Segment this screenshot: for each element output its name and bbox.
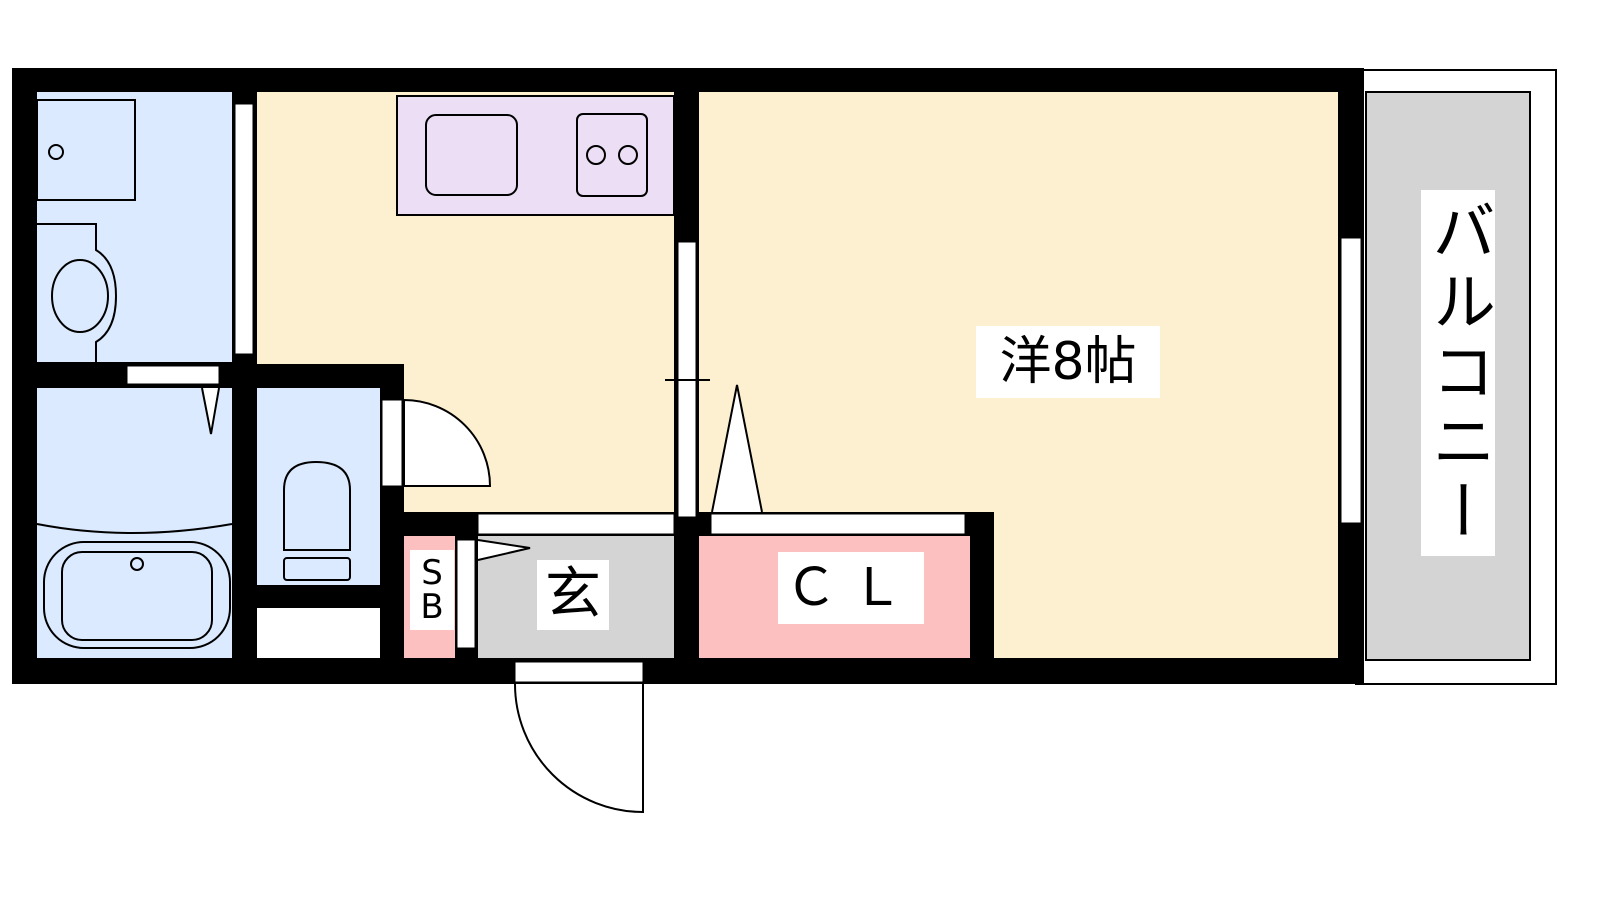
- utility-space: [257, 608, 380, 658]
- window-washroom: [234, 103, 254, 355]
- toilet-icon: [283, 460, 351, 551]
- toilet-tank: [283, 557, 351, 581]
- shoe-box-label-s: S: [421, 553, 443, 593]
- bathtub-outer: [43, 541, 231, 649]
- basin-bowl: [51, 259, 109, 333]
- sink-icon: [425, 114, 518, 196]
- washbasin-icon: [37, 223, 118, 362]
- bathtub-inner: [61, 551, 213, 641]
- bathroom: [37, 388, 232, 658]
- entrance-door: [514, 661, 644, 683]
- room-label-balcony: バルコニー: [1421, 190, 1495, 556]
- room-label-western: 洋8帖: [976, 326, 1160, 398]
- stove-icon: [576, 113, 648, 197]
- door-swing-icon: [477, 539, 531, 561]
- room-label-shoe-box: S B: [410, 550, 454, 630]
- door-swing-icon: [711, 384, 763, 513]
- closet-door: [710, 513, 966, 535]
- door-swing-icon: [403, 398, 492, 487]
- bathtub-icon: [36, 523, 233, 534]
- shoe-box-label-b: B: [420, 587, 444, 627]
- drain-icon: [130, 557, 144, 571]
- window-balcony: [1340, 237, 1362, 524]
- toilet-room: [257, 388, 380, 585]
- burner-icon: [586, 145, 606, 165]
- bath-door: [126, 365, 220, 385]
- room-label-entrance: 玄: [537, 560, 609, 630]
- burner-icon: [618, 145, 638, 165]
- toilet-door: [381, 399, 403, 487]
- shoe-box-door: [456, 539, 476, 649]
- entrance-door-swing-icon: [514, 683, 644, 814]
- room-label-closet: ＣＬ: [778, 552, 924, 624]
- door-swing-icon: [201, 387, 220, 435]
- washing-machine-icon: [36, 99, 136, 201]
- entrance-step: [477, 513, 675, 535]
- drain-icon: [48, 144, 64, 160]
